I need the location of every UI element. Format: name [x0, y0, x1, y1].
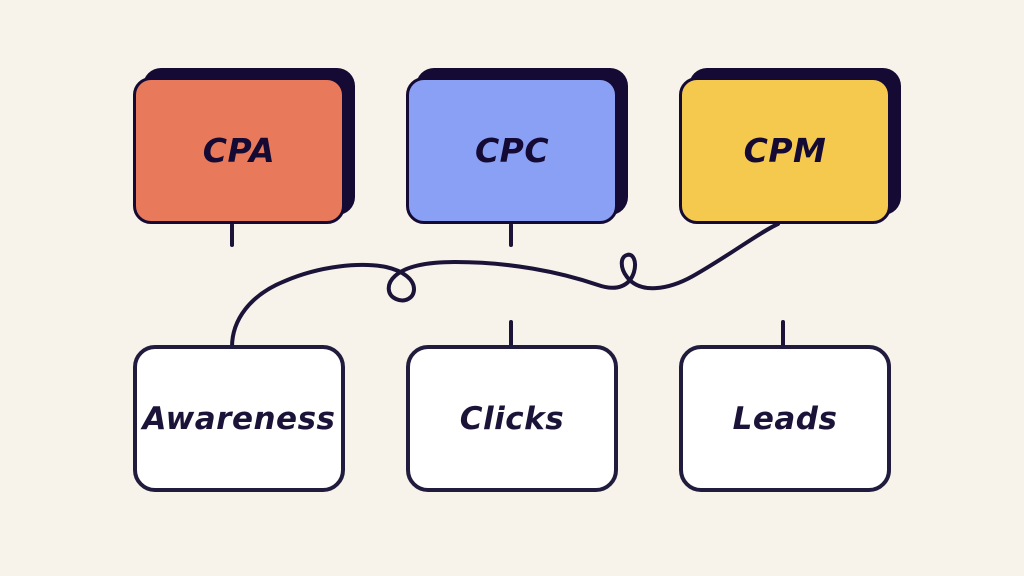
- node-cpm-label: CPM: [743, 131, 827, 170]
- node-leads[interactable]: Leads: [679, 345, 891, 492]
- node-cpa[interactable]: CPA: [133, 77, 345, 224]
- node-clicks[interactable]: Clicks: [406, 345, 618, 492]
- node-cpc-label: CPC: [474, 131, 550, 170]
- node-leads-label: Leads: [732, 400, 838, 437]
- node-awareness-label: Awareness: [142, 400, 336, 437]
- node-cpc[interactable]: CPC: [406, 77, 618, 224]
- node-cpm[interactable]: CPM: [679, 77, 891, 224]
- node-cpa-label: CPA: [202, 131, 276, 170]
- node-awareness[interactable]: Awareness: [133, 345, 345, 492]
- node-clicks-label: Clicks: [459, 400, 565, 437]
- connector-curve-looping: [230, 222, 780, 349]
